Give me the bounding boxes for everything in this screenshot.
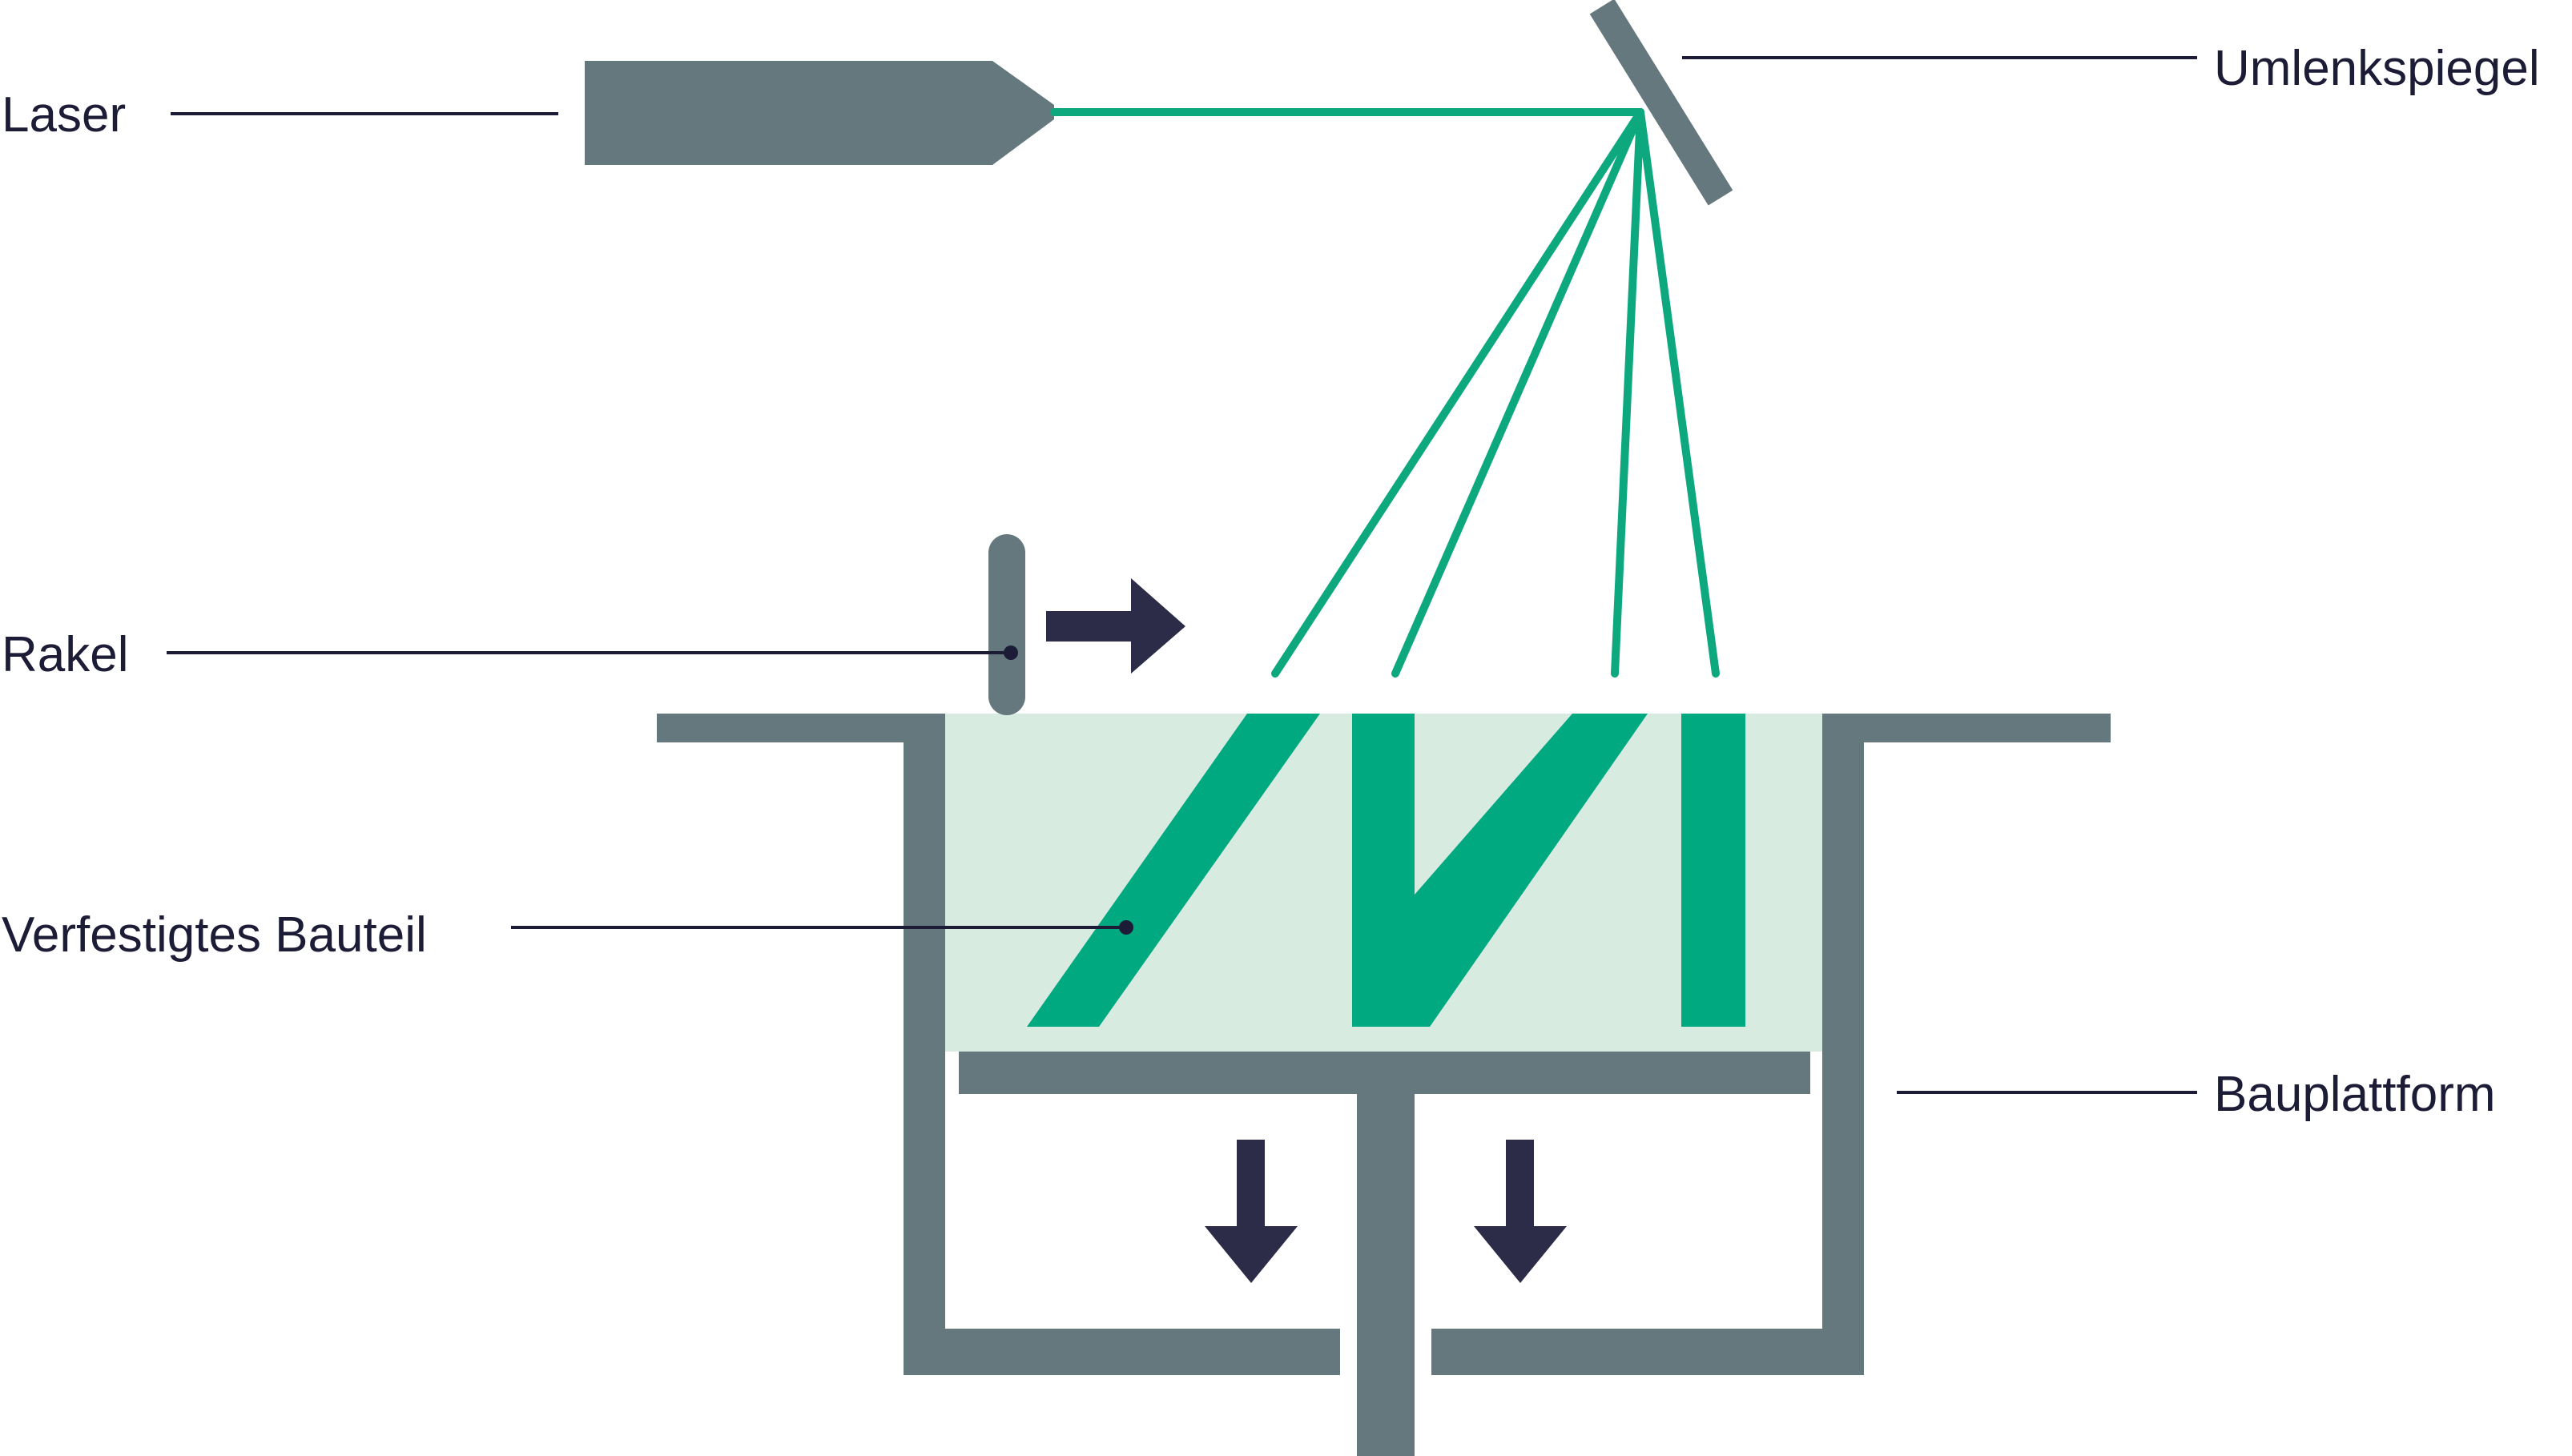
label-laser: Laser xyxy=(2,87,126,143)
part-shape-bar xyxy=(1681,714,1745,1027)
laser-source xyxy=(585,61,1054,165)
arrow-right-icon xyxy=(1046,578,1185,674)
label-recoater: Rakel xyxy=(2,627,129,682)
laser-beam-deflected xyxy=(1271,108,1644,678)
leader-dots xyxy=(1004,646,1133,935)
deflection-mirror xyxy=(1589,0,1733,206)
part-shape-diagonal xyxy=(1027,714,1320,1027)
platform-arrows xyxy=(1205,1140,1567,1283)
labels: Laser Umlenkspiegel Rakel Verfestigtes B… xyxy=(2,41,2540,1122)
laser-beams xyxy=(1050,108,1720,678)
part-shape-v xyxy=(1352,714,1648,1027)
laser-beam-deflected xyxy=(1611,108,1644,678)
label-platform: Bauplattform xyxy=(2214,1067,2496,1122)
label-part: Verfestigtes Bauteil xyxy=(2,907,427,963)
build-platform xyxy=(959,1052,1810,1456)
recoater xyxy=(988,534,1185,715)
leader-dot-part xyxy=(1119,920,1133,935)
laser-beam-deflected xyxy=(1391,108,1644,678)
solidified-part xyxy=(1027,714,1745,1027)
platform-plate xyxy=(959,1052,1810,1094)
leader-lines xyxy=(167,56,2197,1094)
laser-beam-deflected xyxy=(1636,108,1720,678)
leader-dot-recoater xyxy=(1004,646,1018,660)
piston-rod xyxy=(1357,1094,1415,1456)
label-mirror: Umlenkspiegel xyxy=(2214,41,2540,96)
arrow-down-icon xyxy=(1205,1140,1298,1283)
arrow-down-icon xyxy=(1474,1140,1567,1283)
